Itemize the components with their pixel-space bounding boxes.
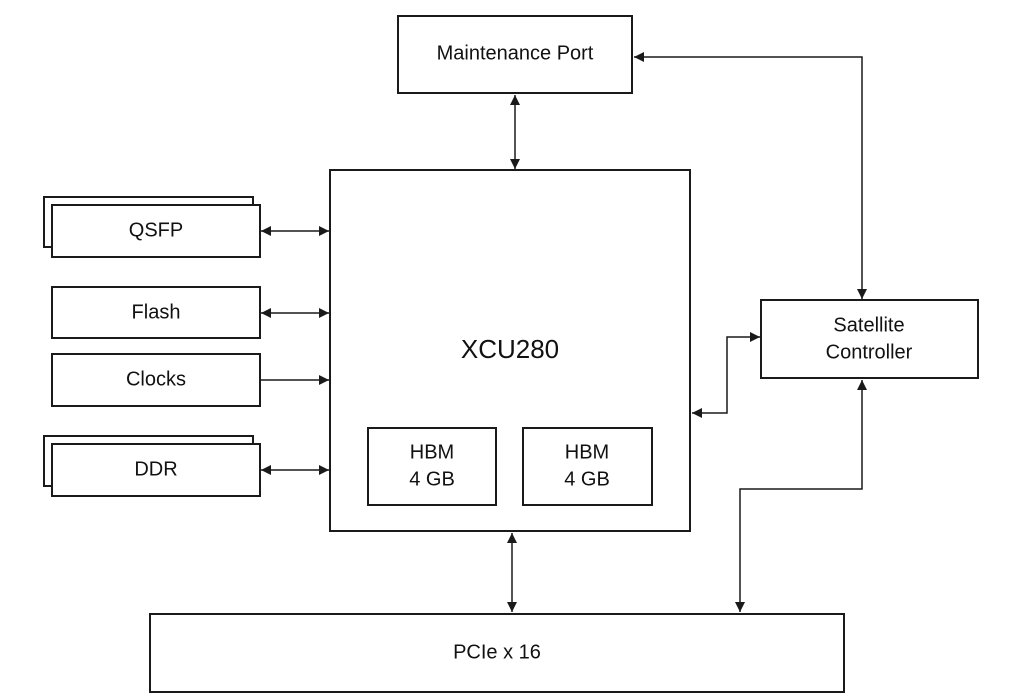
pcie-label: PCIe x 16 bbox=[453, 641, 541, 663]
qsfp-block: QSFP bbox=[43, 196, 261, 258]
hbm-left-label-line2: 4 GB bbox=[409, 468, 455, 490]
ddr-block: DDR bbox=[43, 435, 261, 497]
qsfp-label: QSFP bbox=[129, 219, 183, 241]
maintenance-port-block: Maintenance Port bbox=[397, 15, 633, 94]
satellite-pcie-connector bbox=[735, 380, 867, 612]
flash-label: Flash bbox=[132, 301, 181, 323]
flash-block: Flash bbox=[51, 286, 261, 339]
ddr-label: DDR bbox=[134, 458, 177, 480]
hbm-right-label-line1: HBM bbox=[565, 441, 609, 463]
xcu280-satellite-connector bbox=[692, 332, 760, 418]
pcie-block: PCIe x 16 bbox=[149, 613, 845, 693]
hbm-right-label-line2: 4 GB bbox=[564, 468, 610, 490]
maintenance-port-label: Maintenance Port bbox=[437, 42, 594, 64]
maintenance-satellite-connector bbox=[634, 52, 867, 299]
hbm-left-label-line1: HBM bbox=[410, 441, 454, 463]
clocks-block: Clocks bbox=[51, 353, 261, 407]
qsfp-stack-front bbox=[51, 204, 261, 258]
hbm-left-block: HBM 4 GB bbox=[367, 427, 497, 506]
satellite-controller-block: Satellite Controller bbox=[760, 299, 979, 379]
ddr-stack-front bbox=[51, 443, 261, 497]
satellite-controller-label-line1: Satellite bbox=[833, 314, 904, 336]
hbm-right-block: HBM 4 GB bbox=[522, 427, 653, 506]
clocks-label: Clocks bbox=[126, 368, 186, 390]
satellite-controller-label-line2: Controller bbox=[826, 341, 913, 363]
xcu280-label: XCU280 bbox=[461, 334, 559, 364]
